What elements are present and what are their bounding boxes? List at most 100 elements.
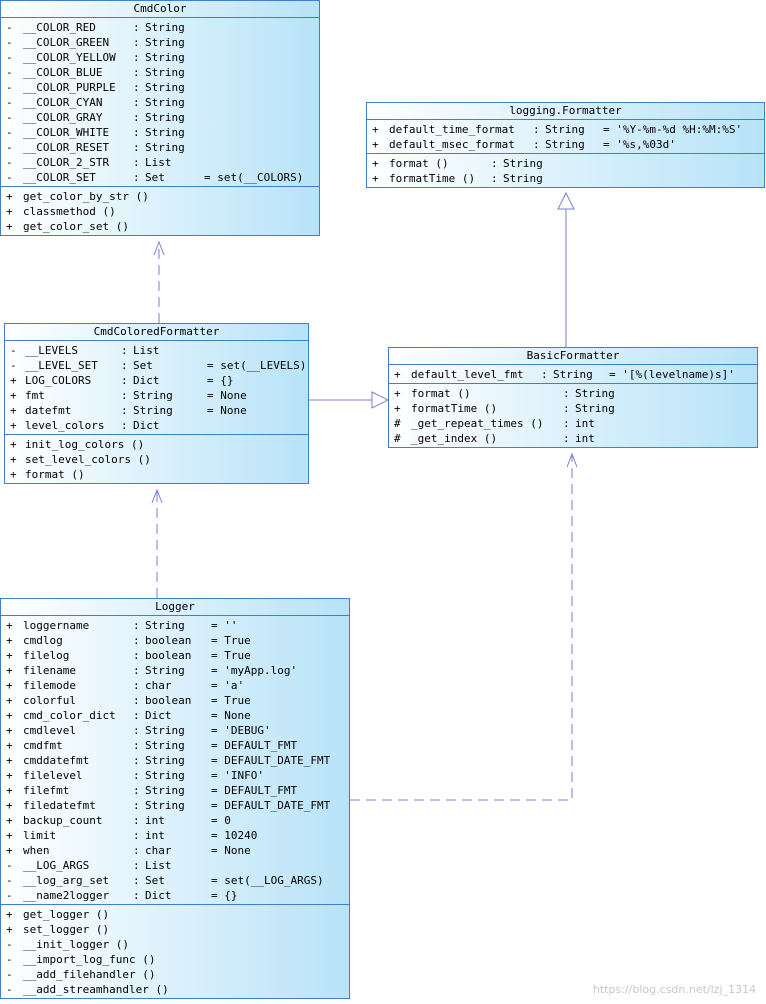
method-row[interactable]: +get_color_by_str () [1, 189, 319, 204]
attribute-row[interactable]: +cmddatefmt:String= DEFAULT_DATE_FMT [1, 753, 349, 768]
attribute-row[interactable]: +cmdlog:boolean= True [1, 633, 349, 648]
method-row[interactable]: +formatTime ():String [389, 401, 757, 416]
attribute-row[interactable]: +filelog:boolean= True [1, 648, 349, 663]
type-separator: : [133, 874, 140, 887]
attribute-row[interactable]: +filemode:char= 'a' [1, 678, 349, 693]
attribute-row[interactable]: +filename:String= 'myApp.log' [1, 663, 349, 678]
attribute-row[interactable]: +limit:int= 10240 [1, 828, 349, 843]
visibility-marker: + [6, 205, 13, 218]
visibility-marker: - [6, 171, 13, 184]
attribute-name: filelevel [23, 769, 83, 782]
attribute-row[interactable]: -__COLOR_2_STR:List [1, 155, 319, 170]
attribute-row[interactable]: +loggername:String= '' [1, 618, 349, 633]
method-row[interactable]: +format ():String [389, 386, 757, 401]
attribute-row[interactable]: +cmdlevel:String= 'DEBUG' [1, 723, 349, 738]
class-cmdcoloredformatter[interactable]: CmdColoredFormatter-__LEVELS:List-__LEVE… [4, 323, 309, 484]
type-separator: : [133, 694, 140, 707]
class-basicformatter[interactable]: BasicFormatter+default_level_fmt:String=… [388, 347, 758, 448]
attribute-row[interactable]: -__COLOR_YELLOW:String [1, 50, 319, 65]
method-row[interactable]: -__add_streamhandler () [1, 982, 349, 997]
attribute-row[interactable]: -__LEVEL_SET:Set= set(__LEVELS) [5, 358, 308, 373]
attribute-row[interactable]: -__COLOR_PURPLE:String [1, 80, 319, 95]
attribute-row[interactable]: +filefmt:String= DEFAULT_FMT [1, 783, 349, 798]
method-return-type: String [503, 157, 543, 170]
visibility-marker: + [394, 368, 401, 381]
attribute-row[interactable]: +filelevel:String= 'INFO' [1, 768, 349, 783]
attribute-row[interactable]: -__name2logger:Dict= {} [1, 888, 349, 903]
visibility-marker: - [6, 938, 13, 951]
method-name: get_logger () [23, 908, 110, 921]
attribute-row[interactable]: -__COLOR_SET:Set= set(__COLORS) [1, 170, 319, 185]
visibility-marker: + [6, 220, 13, 233]
attribute-default: = DEFAULT_FMT [211, 739, 298, 752]
method-row[interactable]: #_get_repeat_times ():int [389, 416, 757, 431]
method-row[interactable]: +format ():String [367, 156, 764, 171]
attribute-row[interactable]: -__COLOR_WHITE:String [1, 125, 319, 140]
type-separator: : [533, 123, 540, 136]
attribute-name: filename [23, 664, 76, 677]
visibility-marker: - [6, 141, 13, 154]
attribute-row[interactable]: +LOG_COLORS:Dict= {} [5, 373, 308, 388]
visibility-marker: + [10, 389, 17, 402]
attribute-row[interactable]: -__COLOR_RESET:String [1, 140, 319, 155]
attribute-row[interactable]: -__COLOR_CYAN:String [1, 95, 319, 110]
attribute-row[interactable]: -__COLOR_RED:String [1, 20, 319, 35]
attribute-type: String [553, 368, 593, 381]
type-separator: : [133, 724, 140, 737]
attribute-row[interactable]: +default_level_fmt:String= '[%(levelname… [389, 367, 757, 382]
method-row[interactable]: +format () [5, 467, 308, 482]
visibility-marker: + [394, 387, 401, 400]
attribute-default: = 0 [211, 814, 231, 827]
attribute-row[interactable]: +colorful:boolean= True [1, 693, 349, 708]
class-cmdcolor[interactable]: CmdColor-__COLOR_RED:String-__COLOR_GREE… [0, 0, 320, 236]
method-row[interactable]: #_get_index ():int [389, 431, 757, 446]
attribute-row[interactable]: -__LOG_ARGS:List [1, 858, 349, 873]
attribute-row[interactable]: +when:char= None [1, 843, 349, 858]
attribute-row[interactable]: -__COLOR_BLUE:String [1, 65, 319, 80]
method-row[interactable]: -__init_logger () [1, 937, 349, 952]
attribute-row[interactable]: +filedatefmt:String= DEFAULT_DATE_FMT [1, 798, 349, 813]
attribute-type: String [145, 21, 185, 34]
attribute-row[interactable]: -__COLOR_GREEN:String [1, 35, 319, 50]
attribute-row[interactable]: +backup_count:int= 0 [1, 813, 349, 828]
attribute-default: = 'a' [211, 679, 245, 692]
type-separator: : [133, 664, 140, 677]
attribute-name: cmdfmt [23, 739, 63, 752]
attribute-default: = None [211, 709, 251, 722]
attribute-row[interactable]: -__LEVELS:List [5, 343, 308, 358]
method-row[interactable]: +formatTime ():String [367, 171, 764, 186]
attribute-row[interactable]: -__COLOR_GRAY:String [1, 110, 319, 125]
visibility-marker: + [372, 157, 379, 170]
attribute-row[interactable]: +default_msec_format:String= '%s,%03d' [367, 137, 764, 152]
visibility-marker: + [6, 908, 13, 921]
method-row[interactable]: + get_logger () [1, 907, 349, 922]
method-row[interactable]: +set_logger () [1, 922, 349, 937]
attribute-row[interactable]: +default_time_format:String= '%Y-%m-%d %… [367, 122, 764, 137]
type-separator: : [533, 138, 540, 151]
attribute-type: boolean [145, 694, 192, 707]
method-row[interactable]: +init_log_colors () [5, 437, 308, 452]
method-row[interactable]: +classmethod () [1, 204, 319, 219]
attribute-type: String [545, 138, 585, 151]
class-logger[interactable]: Logger +loggername:String= ''+cmdlog:bool… [0, 598, 350, 999]
attribute-default: = DEFAULT_DATE_FMT [211, 754, 331, 767]
attribute-row[interactable]: +cmdfmt:String= DEFAULT_FMT [1, 738, 349, 753]
method-row[interactable]: +get_color_set () [1, 219, 319, 234]
method-row[interactable]: -__import_log_func () [1, 952, 349, 967]
attribute-row[interactable]: +level_colors:Dict [5, 418, 308, 433]
attribute-name: __LEVEL_SET [25, 359, 98, 372]
attribute-row[interactable]: +fmt:String= None [5, 388, 308, 403]
method-row[interactable]: +set_level_colors () [5, 452, 308, 467]
method-row[interactable]: -__add_filehandler () [1, 967, 349, 982]
hollow-triangle-formatter [557, 191, 575, 210]
attribute-default: = '%Y-%m-%d %H:%M:%S' [603, 123, 743, 136]
attribute-row[interactable]: +cmd_color_dict:Dict= None [1, 708, 349, 723]
attribute-row[interactable]: +datefmt:String= None [5, 403, 308, 418]
method-return-type: String [575, 387, 615, 400]
class-logging-formatter[interactable]: logging.Formatter+default_time_format:St… [366, 102, 765, 188]
attribute-default: = 'DEBUG' [211, 724, 271, 737]
class-title: Logger [1, 599, 349, 616]
attribute-row[interactable]: -__log_arg_set:Set= set(__LOG_ARGS) [1, 873, 349, 888]
attribute-type: Dict [133, 419, 160, 432]
type-separator: : [133, 799, 140, 812]
